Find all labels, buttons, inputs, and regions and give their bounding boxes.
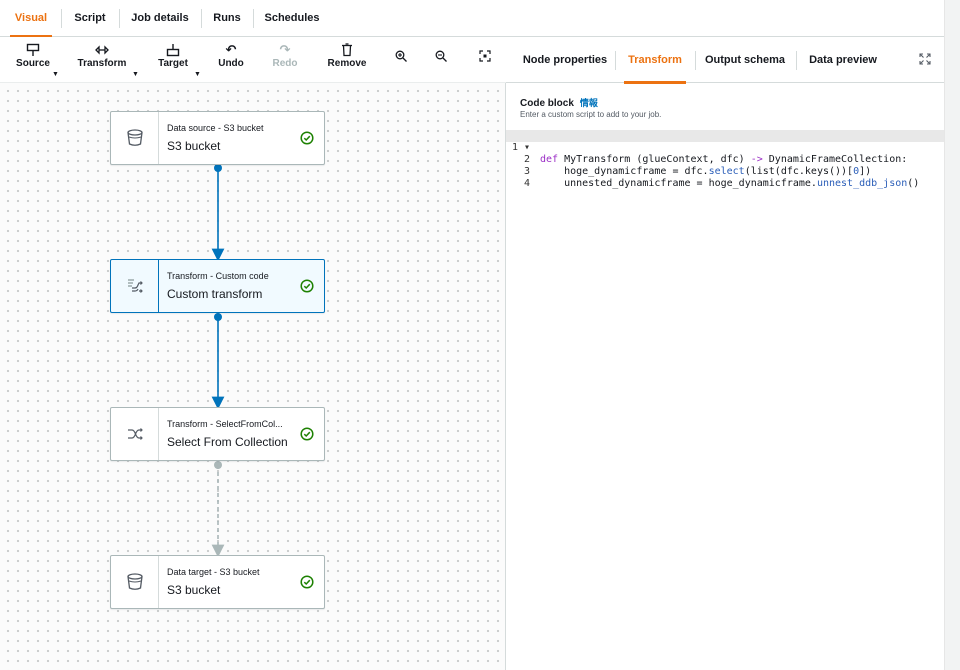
job-editor-tabs: Visual Script Job details Runs Schedules — [0, 0, 944, 38]
tab-visual[interactable]: Visual — [10, 0, 52, 38]
tab-divider — [796, 51, 797, 70]
node-type-label: Data source - S3 bucket — [167, 123, 264, 133]
code-text: hoge_dynamicframe = dfc.select(list(dfc.… — [540, 166, 872, 177]
fit-to-screen-icon[interactable] — [476, 49, 494, 67]
target-label: Target — [158, 58, 188, 69]
tab-job-details[interactable]: Job details — [131, 12, 189, 24]
code-line: 1 ▾ def MyTransform (glueContext, dfc) -… — [506, 130, 944, 165]
tab-schedules[interactable]: Schedules — [264, 12, 320, 24]
check-circle-icon — [290, 556, 324, 608]
node-name-label: Select From Collection — [167, 435, 288, 449]
tab-divider — [253, 9, 254, 28]
code-editor[interactable]: 1 ▾ def MyTransform (glueContext, dfc) -… — [506, 130, 944, 190]
target-icon — [152, 37, 194, 57]
trash-icon — [322, 37, 372, 57]
check-circle-icon — [290, 112, 324, 164]
line-number: 4 — [523, 178, 530, 189]
node-type-label: Transform - Custom code — [167, 271, 269, 281]
code-text: unnested_dynamicframe = hoge_dynamicfram… — [540, 178, 920, 189]
tab-divider — [615, 51, 616, 70]
source-icon — [10, 37, 56, 57]
node-data-source-s3[interactable]: Data source - S3 bucket S3 bucket — [110, 111, 325, 165]
target-button[interactable]: Target ▼ — [152, 37, 201, 83]
tab-runs[interactable]: Runs — [213, 12, 241, 24]
visual-canvas[interactable]: Data source - S3 bucket S3 bucket Transf… — [0, 83, 506, 670]
check-circle-icon — [290, 260, 324, 312]
transform-label: Transform — [77, 58, 127, 69]
node-data-target-s3[interactable]: Data target - S3 bucket S3 bucket — [110, 555, 325, 609]
source-label: Source — [16, 58, 50, 69]
transform-button[interactable]: Transform ▼ — [70, 37, 139, 83]
line-number: 1 ▾ — [511, 142, 530, 153]
node-type-label: Data target - S3 bucket — [167, 567, 260, 577]
code-block-title: Code block — [520, 98, 574, 109]
tab-divider — [695, 51, 696, 70]
node-edges — [211, 164, 225, 558]
node-details-panel: Node properties Transform Output schema … — [506, 37, 944, 670]
bucket-icon — [111, 556, 159, 608]
tab-node-properties[interactable]: Node properties — [522, 54, 608, 66]
info-link[interactable]: 情報 — [579, 98, 598, 108]
tab-data-preview[interactable]: Data preview — [809, 54, 877, 66]
code-block-description: Enter a custom script to add to your job… — [520, 110, 662, 119]
undo-button[interactable]: ↶ Undo — [212, 37, 250, 83]
canvas-toolbar: Source ▼ Transform ▼ Target ▼ ↶ Undo ↷ R… — [0, 37, 506, 83]
node-name-label: S3 bucket — [167, 139, 221, 153]
tab-output-schema[interactable]: Output schema — [704, 54, 786, 66]
zoom-in-icon[interactable] — [392, 49, 410, 67]
remove-label: Remove — [327, 58, 367, 69]
line-number: 3 — [523, 166, 530, 177]
undo-label: Undo — [218, 58, 244, 69]
tab-transform[interactable]: Transform — [624, 37, 686, 84]
source-button[interactable]: Source ▼ — [10, 37, 59, 83]
redo-label: Redo — [272, 58, 298, 69]
node-select-from-collection[interactable]: Transform - SelectFromCol... Select From… — [110, 407, 325, 461]
caret-down-icon: ▼ — [132, 71, 139, 78]
remove-button[interactable]: Remove — [322, 37, 372, 83]
node-custom-transform[interactable]: Transform - Custom code Custom transform — [110, 259, 325, 313]
caret-down-icon: ▼ — [194, 71, 201, 78]
tab-script[interactable]: Script — [74, 12, 106, 24]
bucket-icon — [111, 112, 159, 164]
transform-icon — [70, 37, 134, 57]
tab-divider — [201, 9, 202, 28]
page-scrollbar[interactable] — [944, 0, 960, 670]
node-name-label: Custom transform — [167, 287, 263, 301]
code-text: def MyTransform (glueContext, dfc) -> Dy… — [540, 154, 908, 165]
expand-icon[interactable] — [919, 53, 931, 68]
line-number: 2 — [523, 154, 530, 165]
node-type-label: Transform - SelectFromCol... — [167, 419, 283, 429]
shuffle-icon — [111, 408, 159, 460]
redo-button[interactable]: ↷ Redo — [266, 37, 304, 83]
undo-icon: ↶ — [225, 42, 237, 57]
code-line: 2 hoge_dynamicframe = dfc.select(list(df… — [506, 142, 944, 177]
custom-code-icon — [111, 260, 159, 312]
node-name-label: S3 bucket — [167, 583, 221, 597]
code-line: 4 return (DynamicFrameCollection({"Custo… — [506, 166, 944, 189]
code-line: 3 unnested_dynamicframe = hoge_dynamicfr… — [506, 154, 944, 189]
tab-divider — [61, 9, 62, 28]
zoom-out-icon[interactable] — [432, 49, 450, 67]
code-block-heading: Code block 情報 — [520, 96, 598, 109]
check-circle-icon — [290, 408, 324, 460]
panel-tabs: Node properties Transform Output schema … — [506, 37, 944, 84]
tab-divider — [119, 9, 120, 28]
caret-down-icon: ▼ — [52, 71, 59, 78]
redo-icon: ↷ — [279, 42, 291, 57]
